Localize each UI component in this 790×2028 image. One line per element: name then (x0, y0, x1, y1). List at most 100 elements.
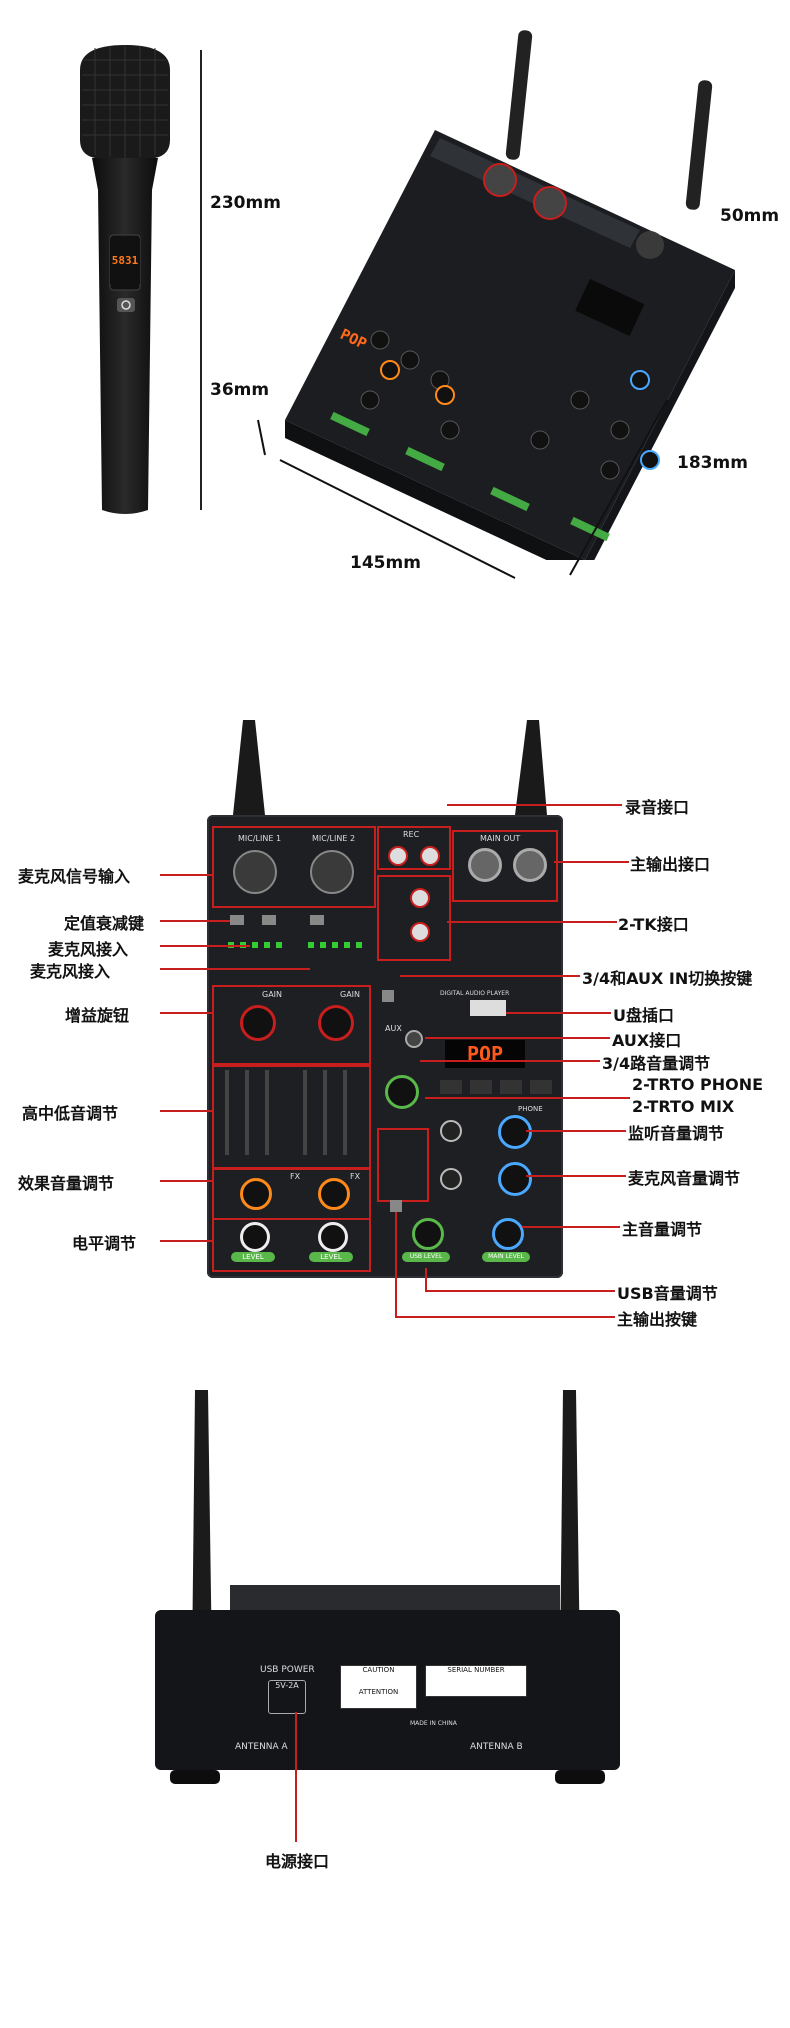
depth-label: 183mm (677, 453, 748, 473)
2tk-r-jack[interactable] (410, 922, 430, 942)
callout-line (400, 975, 580, 977)
main-out-switch[interactable] (390, 1200, 402, 1212)
serial-sticker: SERIAL NUMBER (425, 1665, 527, 1697)
rear-view-device (155, 1390, 620, 1784)
callout-line (160, 920, 230, 922)
aux-jack[interactable] (405, 1030, 423, 1048)
mic-line-1-label: MIC/LINE 1 (238, 834, 282, 843)
rec-box (377, 826, 451, 870)
callout-line (447, 921, 617, 923)
phone-jack[interactable] (440, 1120, 462, 1142)
callout-line (526, 1130, 626, 1132)
mic-jack[interactable] (440, 1168, 462, 1190)
serial-text: SERIAL NUMBER (447, 1666, 505, 1674)
mic-input-1-jack[interactable] (233, 850, 277, 894)
callout-line (395, 1212, 397, 1318)
callout-line (295, 1712, 297, 1842)
antenna-b-label: ANTENNA B (470, 1742, 523, 1752)
34-aux-switch[interactable] (382, 990, 394, 1002)
caution-text: CAUTION (362, 1666, 395, 1674)
label-mic-access-1: 麦克风接入 (48, 940, 129, 959)
rec-r-jack[interactable] (420, 846, 440, 866)
rec-l-jack[interactable] (388, 846, 408, 866)
callout-line (447, 804, 622, 806)
main-level-knob[interactable] (492, 1218, 524, 1250)
eq-sliders-1[interactable] (225, 1070, 285, 1155)
label-usb-volume: USB音量调节 (617, 1284, 718, 1303)
callout-line (425, 1290, 615, 1292)
rec-label: REC (403, 830, 420, 839)
height-side-label: 50mm (720, 206, 780, 226)
level-badge-1: LEVEL (231, 1252, 275, 1262)
fx-label-1: FX (290, 1172, 301, 1181)
label-mic-access-2: 麦克风接入 (30, 962, 111, 981)
2tk-box (377, 875, 451, 961)
usb-power-port[interactable]: 5V-2A (268, 1680, 306, 1714)
level-knob-2[interactable] (318, 1222, 348, 1252)
pad-button-1[interactable] (230, 915, 244, 925)
usb-level-badge: USB LEVEL (402, 1252, 450, 1262)
label-record-port: 录音接口 (625, 798, 690, 817)
height-mixer-label: 36mm (210, 380, 270, 400)
label-main-out-button: 主输出按键 (617, 1310, 698, 1329)
meter-leds-2 (308, 942, 368, 948)
callout-line (425, 1097, 630, 1099)
callout-line (160, 1180, 212, 1182)
label-gain-knob: 增益旋钮 (65, 1006, 130, 1025)
level-badge-2: LEVEL (309, 1252, 353, 1262)
label-power-port: 电源接口 (265, 1852, 330, 1871)
callout-line (420, 1060, 600, 1062)
label-mic-signal-input: 麦克风信号输入 (18, 867, 131, 886)
label-2trto-mix: 2-TRTO MIX (632, 1097, 735, 1116)
callout-line (522, 1226, 620, 1228)
label-34-volume: 3/4路音量调节 (602, 1054, 711, 1073)
meter-leds-1 (228, 942, 288, 948)
34-level-knob[interactable] (385, 1075, 419, 1109)
player-display: POP (445, 1040, 525, 1068)
mic-level-knob[interactable] (498, 1162, 532, 1196)
fx-knob-2[interactable] (318, 1178, 350, 1210)
phone-level-knob[interactable] (498, 1115, 532, 1149)
mixer-isometric-view (285, 30, 735, 560)
label-level: 电平调节 (72, 1234, 137, 1253)
label-aux-port: AUX接口 (612, 1031, 682, 1050)
level-box (212, 1218, 371, 1272)
main-out-r-jack[interactable] (513, 848, 547, 882)
attention-text: ATTENTION (358, 1688, 399, 1696)
width-front-label: 145mm (350, 553, 421, 573)
callout-line (554, 861, 629, 863)
main-out-label: MAIN OUT (480, 834, 521, 843)
aux-label: AUX (385, 1024, 402, 1033)
2tk-l-jack[interactable] (410, 888, 430, 908)
player-buttons[interactable] (440, 1080, 560, 1094)
pad-button-2[interactable] (310, 915, 324, 925)
callout-line (160, 945, 250, 947)
label-2trto-phone: 2-TRTO PHONE (632, 1075, 764, 1094)
main-out-box (452, 830, 558, 902)
gain-knob-1[interactable] (240, 1005, 276, 1041)
level-knob-1[interactable] (240, 1222, 270, 1252)
label-pad-button: 定值衰减键 (64, 914, 145, 933)
usb-slot[interactable] (470, 1000, 506, 1016)
mic-line-2-label: MIC/LINE 2 (312, 834, 356, 843)
gain-knob-2[interactable] (318, 1005, 354, 1041)
made-in-label: MADE IN CHINA (410, 1720, 457, 1727)
height-line (200, 50, 202, 510)
panel-antennas (233, 720, 547, 815)
main-out-l-jack[interactable] (468, 848, 502, 882)
dimension-lines (257, 400, 669, 579)
label-2tk-port: 2-TK接口 (618, 915, 689, 934)
usb-power-label: USB POWER (260, 1665, 315, 1675)
mic-display-text: 5831 (111, 254, 139, 267)
mic-input-2-jack[interactable] (310, 850, 354, 894)
callout-line (526, 1175, 626, 1177)
fx-knob-1[interactable] (240, 1178, 272, 1210)
callout-line (425, 1037, 610, 1039)
mic-on-button-1[interactable] (262, 915, 276, 925)
eq-sliders-2[interactable] (303, 1070, 363, 1155)
fx-label-2: FX (350, 1172, 361, 1181)
usb-level-knob[interactable] (412, 1218, 444, 1250)
callout-line (425, 1268, 427, 1292)
wireless-microphone (80, 45, 170, 514)
label-fx-volume: 效果音量调节 (18, 1174, 115, 1193)
